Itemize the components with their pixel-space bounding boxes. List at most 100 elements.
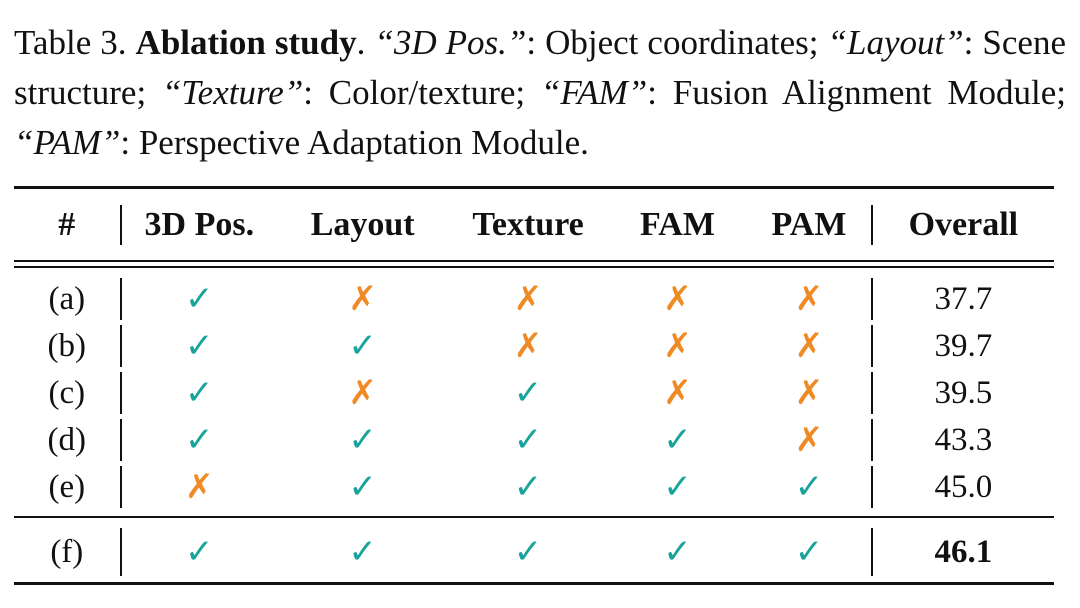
- cell-fam: ✓: [608, 526, 747, 578]
- header-overall: Overall: [908, 206, 1019, 243]
- row-overall: 43.3: [934, 421, 993, 458]
- cell-3d-pos: ✓: [122, 323, 277, 369]
- table-row: (e) ✗ ✓ ✓ ✓ ✓ 45.0: [14, 464, 1054, 510]
- cell-layout: ✗: [277, 276, 448, 322]
- cross-icon: ✗: [348, 373, 377, 413]
- row-overall: 39.7: [934, 327, 993, 364]
- cell-pam: ✓: [747, 526, 871, 578]
- row-id: (b): [47, 327, 87, 364]
- caption-title: Ablation study: [135, 23, 357, 62]
- caption-desc-fam: : Fusion Alignment Module;: [647, 73, 1066, 112]
- caption-desc-texture: : Color/texture;: [303, 73, 541, 112]
- header-id: #: [58, 206, 76, 243]
- cross-icon: ✗: [794, 326, 824, 366]
- cell-texture: ✓: [448, 526, 607, 578]
- table-bottom-rule: [14, 582, 1054, 585]
- cross-icon: ✗: [663, 326, 692, 366]
- header-double-rule-2: [14, 266, 1054, 268]
- cell-fam: ✗: [608, 276, 747, 322]
- caption-desc-layout: : Scene structure;: [14, 23, 1066, 112]
- table-caption: Table 3. Ablation study. “3D Pos.”: Obje…: [14, 23, 1066, 162]
- cell-layout: ✓: [277, 417, 448, 463]
- row-overall: 45.0: [934, 468, 993, 505]
- cross-icon: ✗: [794, 373, 824, 413]
- column-separator: [119, 205, 122, 245]
- caption-label: Table 3.: [14, 23, 127, 62]
- cell-texture: ✓: [448, 370, 607, 416]
- check-icon: ✓: [348, 420, 377, 460]
- cell-texture: ✓: [448, 417, 607, 463]
- column-separator: [870, 205, 873, 245]
- column-separator: [119, 528, 122, 576]
- row-id: (c): [48, 374, 86, 411]
- cross-icon: ✗: [794, 279, 824, 319]
- cell-texture: ✗: [448, 276, 607, 322]
- cross-icon: ✗: [348, 279, 377, 319]
- cell-pam: ✗: [747, 370, 871, 416]
- header-fam: FAM: [640, 206, 715, 243]
- row-id: (e): [48, 468, 86, 505]
- check-icon: ✓: [185, 420, 214, 460]
- cell-layout: ✓: [277, 464, 448, 510]
- caption-term-3dpos: “3D Pos.”: [374, 23, 527, 62]
- cell-fam: ✗: [608, 370, 747, 416]
- cross-icon: ✗: [513, 326, 543, 366]
- cell-layout: ✓: [277, 526, 448, 578]
- cross-icon: ✗: [663, 279, 692, 319]
- check-icon: ✓: [513, 467, 543, 507]
- check-icon: ✓: [513, 420, 543, 460]
- row-id: (d): [47, 421, 87, 458]
- table-row: (b) ✓ ✓ ✗ ✗ ✗ 39.7: [14, 323, 1054, 369]
- check-icon: ✓: [348, 467, 377, 507]
- final-row-rule: [14, 516, 1054, 518]
- table-top-rule: [14, 186, 1054, 189]
- caption-term-layout: “Layout”: [827, 23, 964, 62]
- caption-term-pam: “PAM”: [14, 123, 121, 162]
- cell-pam: ✗: [747, 323, 871, 369]
- table-row: (a)✓✗✗✗✗37.7: [14, 276, 1054, 322]
- caption-term-fam: “FAM”: [540, 73, 648, 112]
- cell-3d-pos: ✗: [122, 464, 277, 510]
- row-id: (a): [48, 280, 86, 317]
- check-icon: ✓: [185, 326, 214, 366]
- cell-fam: ✓: [608, 417, 747, 463]
- row-overall: 37.7: [934, 280, 993, 317]
- column-separator: [870, 325, 873, 367]
- column-separator: [870, 372, 873, 414]
- cell-layout: ✓: [277, 323, 448, 369]
- cross-icon: ✗: [513, 279, 543, 319]
- header-double-rule-1: [14, 260, 1054, 262]
- header-texture: Texture: [472, 206, 584, 243]
- cell-texture: ✗: [448, 323, 607, 369]
- check-icon: ✓: [663, 467, 692, 507]
- column-separator: [870, 528, 873, 576]
- column-separator: [119, 466, 122, 508]
- table-row: (d) ✓ ✓ ✓ ✓ ✗ 43.3: [14, 417, 1054, 463]
- check-icon: ✓: [348, 532, 377, 572]
- table-header-row: # 3D Pos. Layout Texture FAM PAM Overall: [14, 192, 1054, 258]
- cell-pam: ✗: [747, 417, 871, 463]
- column-separator: [119, 372, 122, 414]
- row-id: (f): [50, 533, 84, 570]
- cross-icon: ✗: [794, 420, 824, 460]
- column-separator: [119, 419, 122, 461]
- check-icon: ✓: [513, 373, 543, 413]
- column-separator: [119, 325, 122, 367]
- column-separator: [870, 419, 873, 461]
- check-icon: ✓: [185, 373, 214, 413]
- caption-desc-pam: : Perspective Adaptation Module.: [120, 123, 589, 162]
- cell-pam: ✗: [747, 276, 871, 322]
- column-separator: [870, 278, 873, 320]
- header-pam: PAM: [771, 206, 847, 243]
- check-icon: ✓: [185, 532, 214, 572]
- cell-texture: ✓: [448, 464, 607, 510]
- check-icon: ✓: [663, 420, 692, 460]
- cell-pam: ✓: [747, 464, 871, 510]
- table-row: (f)✓✓✓✓✓46.1: [14, 526, 1054, 578]
- cell-layout: ✗: [277, 370, 448, 416]
- cell-3d-pos: ✓: [122, 526, 277, 578]
- row-overall: 46.1: [934, 533, 993, 570]
- header-layout: Layout: [310, 206, 415, 243]
- cell-fam: ✓: [608, 464, 747, 510]
- caption-desc-3dpos: : Object coordinates;: [526, 23, 828, 62]
